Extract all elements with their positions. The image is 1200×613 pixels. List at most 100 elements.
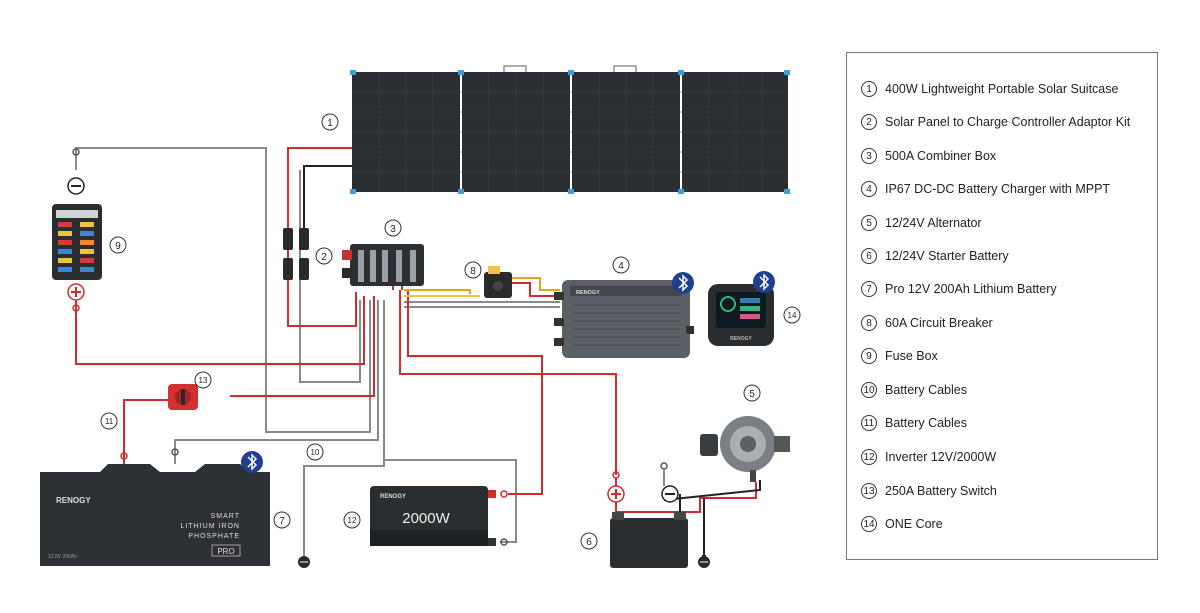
marker-11: 11 [100,412,118,430]
battery-switch [168,384,198,410]
fuse-box [52,148,102,312]
charger-brand: RENOGY [576,290,600,296]
svg-text:1: 1 [327,118,333,129]
legend-label: Inverter 12V/2000W [885,450,997,464]
svg-text:5: 5 [749,389,755,400]
legend-label: 60A Circuit Breaker [885,316,993,330]
bluetooth-icon [753,271,775,293]
inverter-power: 2000W [402,510,450,527]
legend-item: 13 250A Battery Switch [861,481,997,501]
starter-battery [610,512,688,568]
marker-2: 2 [315,247,333,265]
circuit-breaker [484,266,512,298]
legend-number: 2 [861,114,877,130]
battery-spec: 12.8V 200Ah [48,554,77,560]
lithium-battery: RENOGY SMART LITHIUM IRON PHOSPHATE PRO … [40,448,270,566]
legend-label: 500A Combiner Box [885,149,997,163]
legend-number: 14 [861,516,877,532]
legend-label: IP67 DC-DC Battery Charger with MPPT [885,182,1111,196]
legend-number: 6 [861,248,877,264]
one-core-display: RENOGY [708,284,774,346]
wiring-diagram: RENOGY RENOGY [40,65,801,568]
legend-label: 12/24V Alternator [885,216,982,230]
marker-10: 10 [306,443,324,461]
legend-item: 9 Fuse Box [861,346,938,366]
legend-number: 3 [861,148,877,164]
inverter: RENOGY 2000W [370,486,508,546]
marker-14: 14 [783,306,801,324]
inverter-brand: RENOGY [380,494,406,500]
svg-text:4: 4 [618,261,624,272]
legend-number: 9 [861,348,877,364]
svg-text:9: 9 [115,241,121,252]
marker-12: 12 [343,511,361,529]
legend-label: Fuse Box [885,349,938,363]
bluetooth-icon [672,272,694,294]
legend-item: 11 Battery Cables [861,413,967,433]
legend-label: 250A Battery Switch [885,484,997,498]
legend-item: 8 60A Circuit Breaker [861,313,993,333]
marker-9: 9 [109,236,127,254]
legend-number: 11 [861,415,877,431]
combiner-box [342,244,424,286]
legend-label: Battery Cables [885,416,967,430]
marker-3: 3 [384,219,402,237]
svg-text:6: 6 [586,537,592,548]
svg-text:11: 11 [105,417,114,426]
battery-badge: PRO [217,547,234,556]
legend-number: 10 [861,382,877,398]
legend-label: Solar Panel to Charge Controller Adaptor… [885,115,1131,129]
legend-item: 12 Inverter 12V/2000W [861,447,996,467]
legend-item: 14 ONE Core [861,514,943,534]
marker-4: 4 [612,256,630,274]
legend-label: Pro 12V 200Ah Lithium Battery [885,282,1057,296]
starter-terminals [607,462,681,512]
legend-item: 3 500A Combiner Box [861,146,996,166]
marker-1: 1 [321,113,339,131]
svg-text:13: 13 [199,376,208,385]
red-wires [75,147,757,513]
legend-item: 7 Pro 12V 200Ah Lithium Battery [861,279,1057,299]
core-brand: RENOGY [730,336,752,342]
legend-label: ONE Core [885,517,943,531]
legend-number: 12 [861,449,877,465]
legend-item: 4 IP67 DC-DC Battery Charger with MPPT [861,179,1110,199]
legend-label: Battery Cables [885,383,967,397]
bluetooth-icon [241,451,263,473]
svg-text:10: 10 [311,448,320,457]
marker-13: 13 [194,371,212,389]
legend-number: 7 [861,281,877,297]
svg-text:14: 14 [788,311,797,320]
alternator [700,416,790,482]
legend-item: 5 12/24V Alternator [861,213,982,233]
svg-text:12: 12 [348,516,357,525]
ground-symbols [298,548,710,568]
legend-number: 13 [861,483,877,499]
legend-item: 6 12/24V Starter Battery [861,246,1009,266]
grey-wires [75,147,560,550]
legend-item: 2 Solar Panel to Charge Controller Adapto… [861,112,1130,132]
marker-6: 6 [580,532,598,550]
legend-number: 8 [861,315,877,331]
battery-line3: PHOSPHATE [188,533,240,540]
marker-7: 7 [273,511,291,529]
battery-line1: SMART [211,513,240,520]
battery-brand: RENOGY [56,496,91,505]
marker-8: 8 [464,261,482,279]
svg-text:8: 8 [470,266,476,277]
svg-text:3: 3 [390,224,396,235]
legend-number: 4 [861,181,877,197]
svg-text:2: 2 [321,252,327,263]
legend-item: 10 Battery Cables [861,380,967,400]
legend-label: 12/24V Starter Battery [885,249,1009,263]
battery-line2: LITHIUM IRON [181,523,240,530]
signal-wires [404,277,560,297]
dc-dc-charger: RENOGY [554,280,694,358]
legend-number: 1 [861,81,877,97]
legend-number: 5 [861,215,877,231]
mc4-connectors [283,228,309,280]
marker-5: 5 [743,384,761,402]
number-markers: 1 2 3 4 5 6 7 8 9 10 11 12 13 14 [100,113,801,550]
